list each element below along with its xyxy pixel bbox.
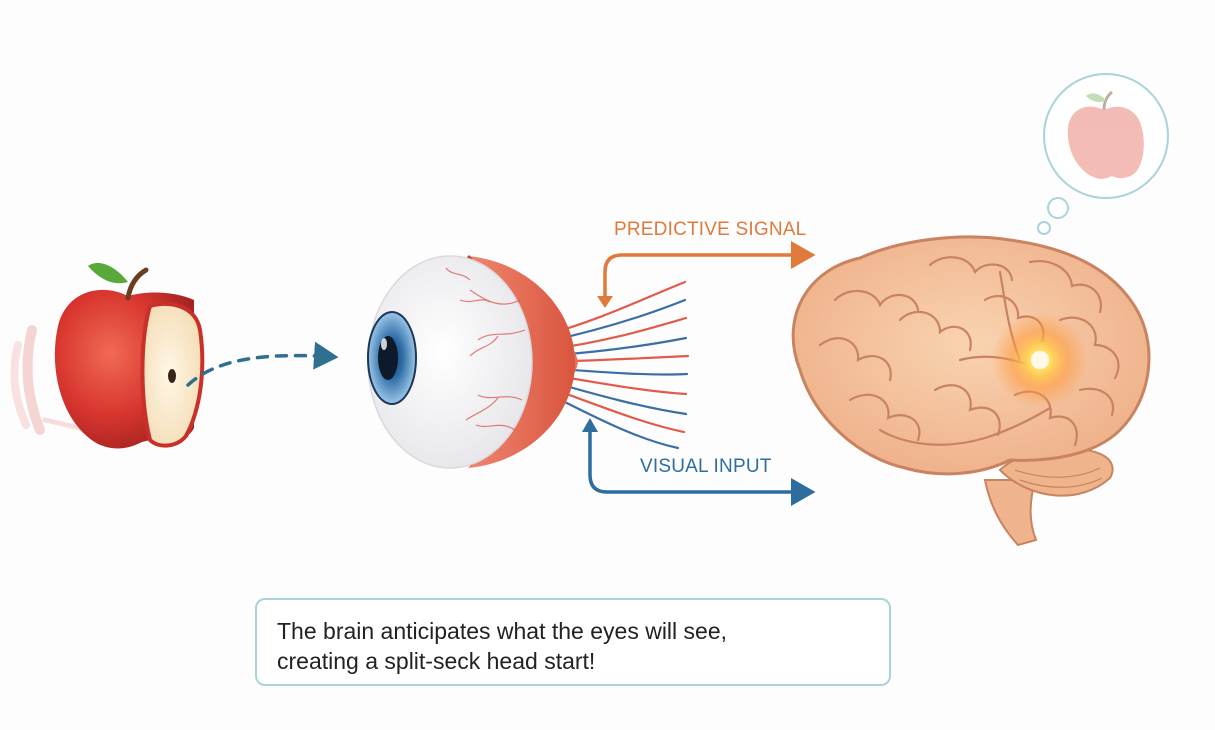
visual-input-arrow: [588, 428, 816, 506]
motion-lines: [10, 325, 83, 435]
eye-pupil: [378, 336, 398, 380]
visual-input-label: VISUAL INPUT: [640, 456, 772, 477]
apple-stem: [125, 267, 149, 301]
caption-line-2: creating a split-seck head start!: [277, 648, 596, 674]
thought-dot-large: [1047, 197, 1069, 219]
thought-bubble-circle: [1043, 73, 1169, 199]
thought-bubble: [1037, 73, 1169, 235]
eye-illustration: [367, 255, 690, 469]
predictive-signal-arrow: [603, 241, 816, 300]
apple-illustration: [10, 263, 205, 449]
caption-line-1: The brain anticipates what the eyes will…: [277, 618, 728, 644]
thought-dot-small: [1037, 221, 1051, 235]
predictive-signal-down-arrowhead: [597, 296, 613, 308]
apple-leaf: [88, 263, 128, 284]
predictive-signal-label: PREDICTIVE SIGNAL: [614, 219, 807, 240]
imagined-apple: [1067, 90, 1144, 179]
eye-veins: [445, 267, 526, 431]
brain-illustration: [791, 235, 1151, 547]
brain-cerebrum: [791, 235, 1151, 476]
brain-stem: [983, 479, 1038, 547]
apple-seed: [168, 369, 176, 383]
caption-box: The brain anticipates what the eyes will…: [255, 598, 891, 686]
dashed-vision-path: [186, 341, 339, 387]
visual-input-up-arrowhead: [582, 418, 598, 432]
